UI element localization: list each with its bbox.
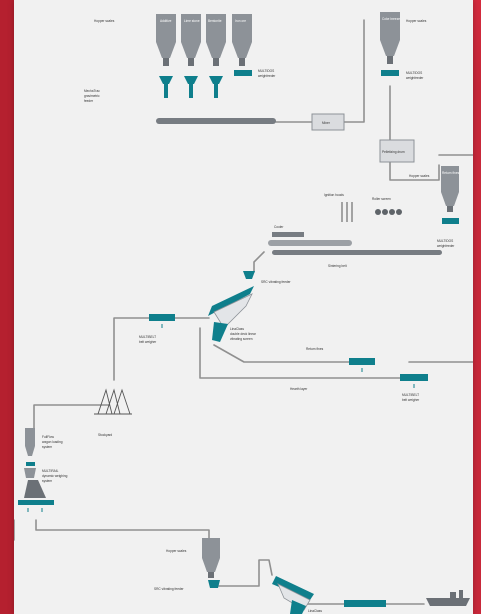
bin-3-label: Bentonite xyxy=(208,19,222,23)
belt-weigher-right-label-1: MULTIBELT xyxy=(402,393,419,397)
wagon-label-2: wagon loading xyxy=(42,440,63,444)
sintering-belt: Sintering belt xyxy=(268,240,442,268)
ignition-hoods-label: Ignition hoods xyxy=(324,193,344,197)
collecting-conveyor xyxy=(156,118,276,124)
belt-weigher-left: MULTIBELT belt weigher xyxy=(139,314,175,344)
hopper-scales-top-left-label: Hopper scales xyxy=(94,19,115,23)
dyn-weigh-label-2: dynamic weighing xyxy=(42,474,68,478)
bin-2-label: Lime stone xyxy=(184,19,200,23)
metering-feeder-label-3: feeder xyxy=(84,99,94,103)
stockyard-label: Stockyard xyxy=(98,433,112,437)
return-fines-label: Return fines xyxy=(306,347,324,351)
belt-weigher-left-label-1: MULTIBELT xyxy=(139,335,156,339)
metering-feeder-label-1: MechaTrac xyxy=(84,89,100,93)
belt-weigher-right: MULTIBELT belt weigher xyxy=(400,374,428,402)
ignition-hoods: Ignition hoods xyxy=(324,193,353,222)
weighfeeder-mid-label-2: weighfeeder xyxy=(437,244,455,248)
wagon-label-3: system xyxy=(42,445,52,449)
vibrating-feeder-bottom-label: SRC vibrating feeder xyxy=(154,587,185,591)
weighfeeder-right-label-1: MULTIDOS xyxy=(406,71,422,75)
hopper-scales-mid-label: Hopper scales xyxy=(409,174,430,178)
ship xyxy=(426,590,470,606)
bottom-hopper: Hopper scales SRC vibrating feeder xyxy=(154,538,220,591)
vibrating-feeder-mid-label: SRC vibrating feeder xyxy=(261,280,292,284)
linear-vibrating-screen: LinaClass double deck linear vibrating s… xyxy=(208,286,257,342)
flow-lines xyxy=(14,19,473,605)
hopper-scales-bottom-label: Hopper scales xyxy=(166,549,187,553)
sintering-belt-label: Sintering belt xyxy=(328,264,347,268)
return-fines-bin: Return fines Hopper scales MULTIDOS weig… xyxy=(409,166,460,248)
screen-label-2: double deck linear xyxy=(230,332,257,336)
roller-screen-label: Roller screen xyxy=(372,197,391,201)
dyn-weigh-label-3: system xyxy=(42,479,52,483)
weighfeeder-mid-label-1: MULTIDOS xyxy=(437,239,453,243)
bin-4: Iron ore xyxy=(232,14,252,76)
pelletizing-drum: Pelletizing drum xyxy=(379,139,415,163)
return-fines-bin-label: Return fines xyxy=(442,171,460,175)
bin-right: Coke breeze Hopper scales MULTIDOS weigh… xyxy=(380,12,427,80)
screen-label-1: LinaClass xyxy=(230,327,244,331)
bin-2: Lime stone xyxy=(181,14,201,98)
hopper-scales-top-right-label: Hopper scales xyxy=(406,19,427,23)
cooler-label: Cooler xyxy=(274,225,284,229)
weighfeeder-top-label-2: weighfeeder xyxy=(258,74,276,78)
bin-1-label: Additive xyxy=(160,19,172,23)
screen-bottom-label: LinaClass xyxy=(308,609,322,613)
roller-screen: Roller screen xyxy=(372,197,402,215)
stockyard: Stockyard xyxy=(94,388,132,437)
bin-1: Additive xyxy=(156,14,176,98)
wagon-loading-system: FullFlow wagon loading system MULTIRAIL … xyxy=(18,428,68,512)
weighfeeder-top-label-1: MULTIDOS xyxy=(258,69,274,73)
dyn-weigh-label-1: MULTIRAIL xyxy=(42,469,59,473)
cooler: Cooler xyxy=(272,225,304,237)
feed-bins-group: Additive Lime stone Bentonite Iron ore xyxy=(84,14,276,124)
weighfeeder-right-label-2: weighfeeder xyxy=(406,76,424,80)
belt-weigher-bottom xyxy=(344,600,386,607)
screen-label-3: vibrating screen xyxy=(230,337,253,341)
belt-weigher-left-label-2: belt weigher xyxy=(139,340,157,344)
bin-right-label: Coke breeze xyxy=(382,17,400,21)
mixer-label: Mixer xyxy=(322,121,331,125)
belt-weigher-right-label-2: belt weigher xyxy=(402,398,420,402)
vibrating-feeder-mid: SRC vibrating feeder xyxy=(243,271,292,284)
mixer: Mixer xyxy=(311,113,345,131)
bottom-screen: LinaClass xyxy=(272,576,322,614)
metering-feeder-label-2: gravimetric xyxy=(84,94,100,98)
bin-4-label: Iron ore xyxy=(235,19,246,23)
background-left-strip xyxy=(0,0,14,614)
hearth-layer-label: Hearth layer xyxy=(290,387,308,391)
bin-3: Bentonite xyxy=(206,14,226,98)
pelletizing-drum-label: Pelletizing drum xyxy=(382,150,405,154)
wagon-label-1: FullFlow xyxy=(42,435,55,439)
belt-weigher-return xyxy=(349,358,375,372)
sinter-plant-flow-diagram: Additive Lime stone Bentonite Iron ore xyxy=(14,12,473,614)
